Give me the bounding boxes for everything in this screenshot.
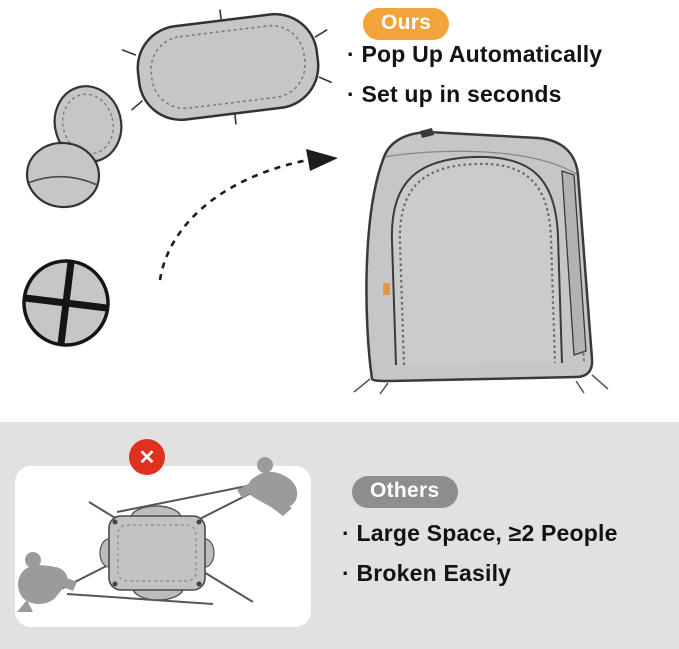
person-figure-top-right xyxy=(237,457,298,516)
folded-flat-tent xyxy=(121,9,332,125)
door-zipper xyxy=(398,162,557,366)
red-cross-icon: ✕ xyxy=(129,439,165,475)
corner-grommets xyxy=(112,519,202,587)
person-figure-bottom-left xyxy=(17,552,77,612)
top-tab xyxy=(420,128,434,138)
folded-ovals xyxy=(25,85,123,209)
arrowhead xyxy=(306,149,338,171)
ours-badge: Ours xyxy=(363,8,450,40)
ours-bullet-setup: · Set up in seconds xyxy=(347,81,562,107)
folded-disc-with-straps xyxy=(22,259,110,347)
folded-tent-stages-illustration xyxy=(22,9,332,347)
side-flap xyxy=(561,170,587,356)
brand-logo-mark xyxy=(383,283,390,295)
ours-bullet-pop-up: · Pop Up Automatically xyxy=(347,41,603,67)
others-bullet-large-space: · Large Space, ≥2 People xyxy=(342,520,618,546)
top-seam xyxy=(383,150,579,176)
broken-tent-scene xyxy=(17,457,298,612)
pop-up-arrow xyxy=(158,149,338,281)
guy-lines xyxy=(353,374,609,395)
door-panel xyxy=(390,155,563,366)
others-bullet-broken: · Broken Easily xyxy=(342,560,512,586)
popup-tent-illustration xyxy=(353,128,609,395)
flat-tent-body xyxy=(99,505,215,601)
others-badge: Others xyxy=(352,476,458,508)
